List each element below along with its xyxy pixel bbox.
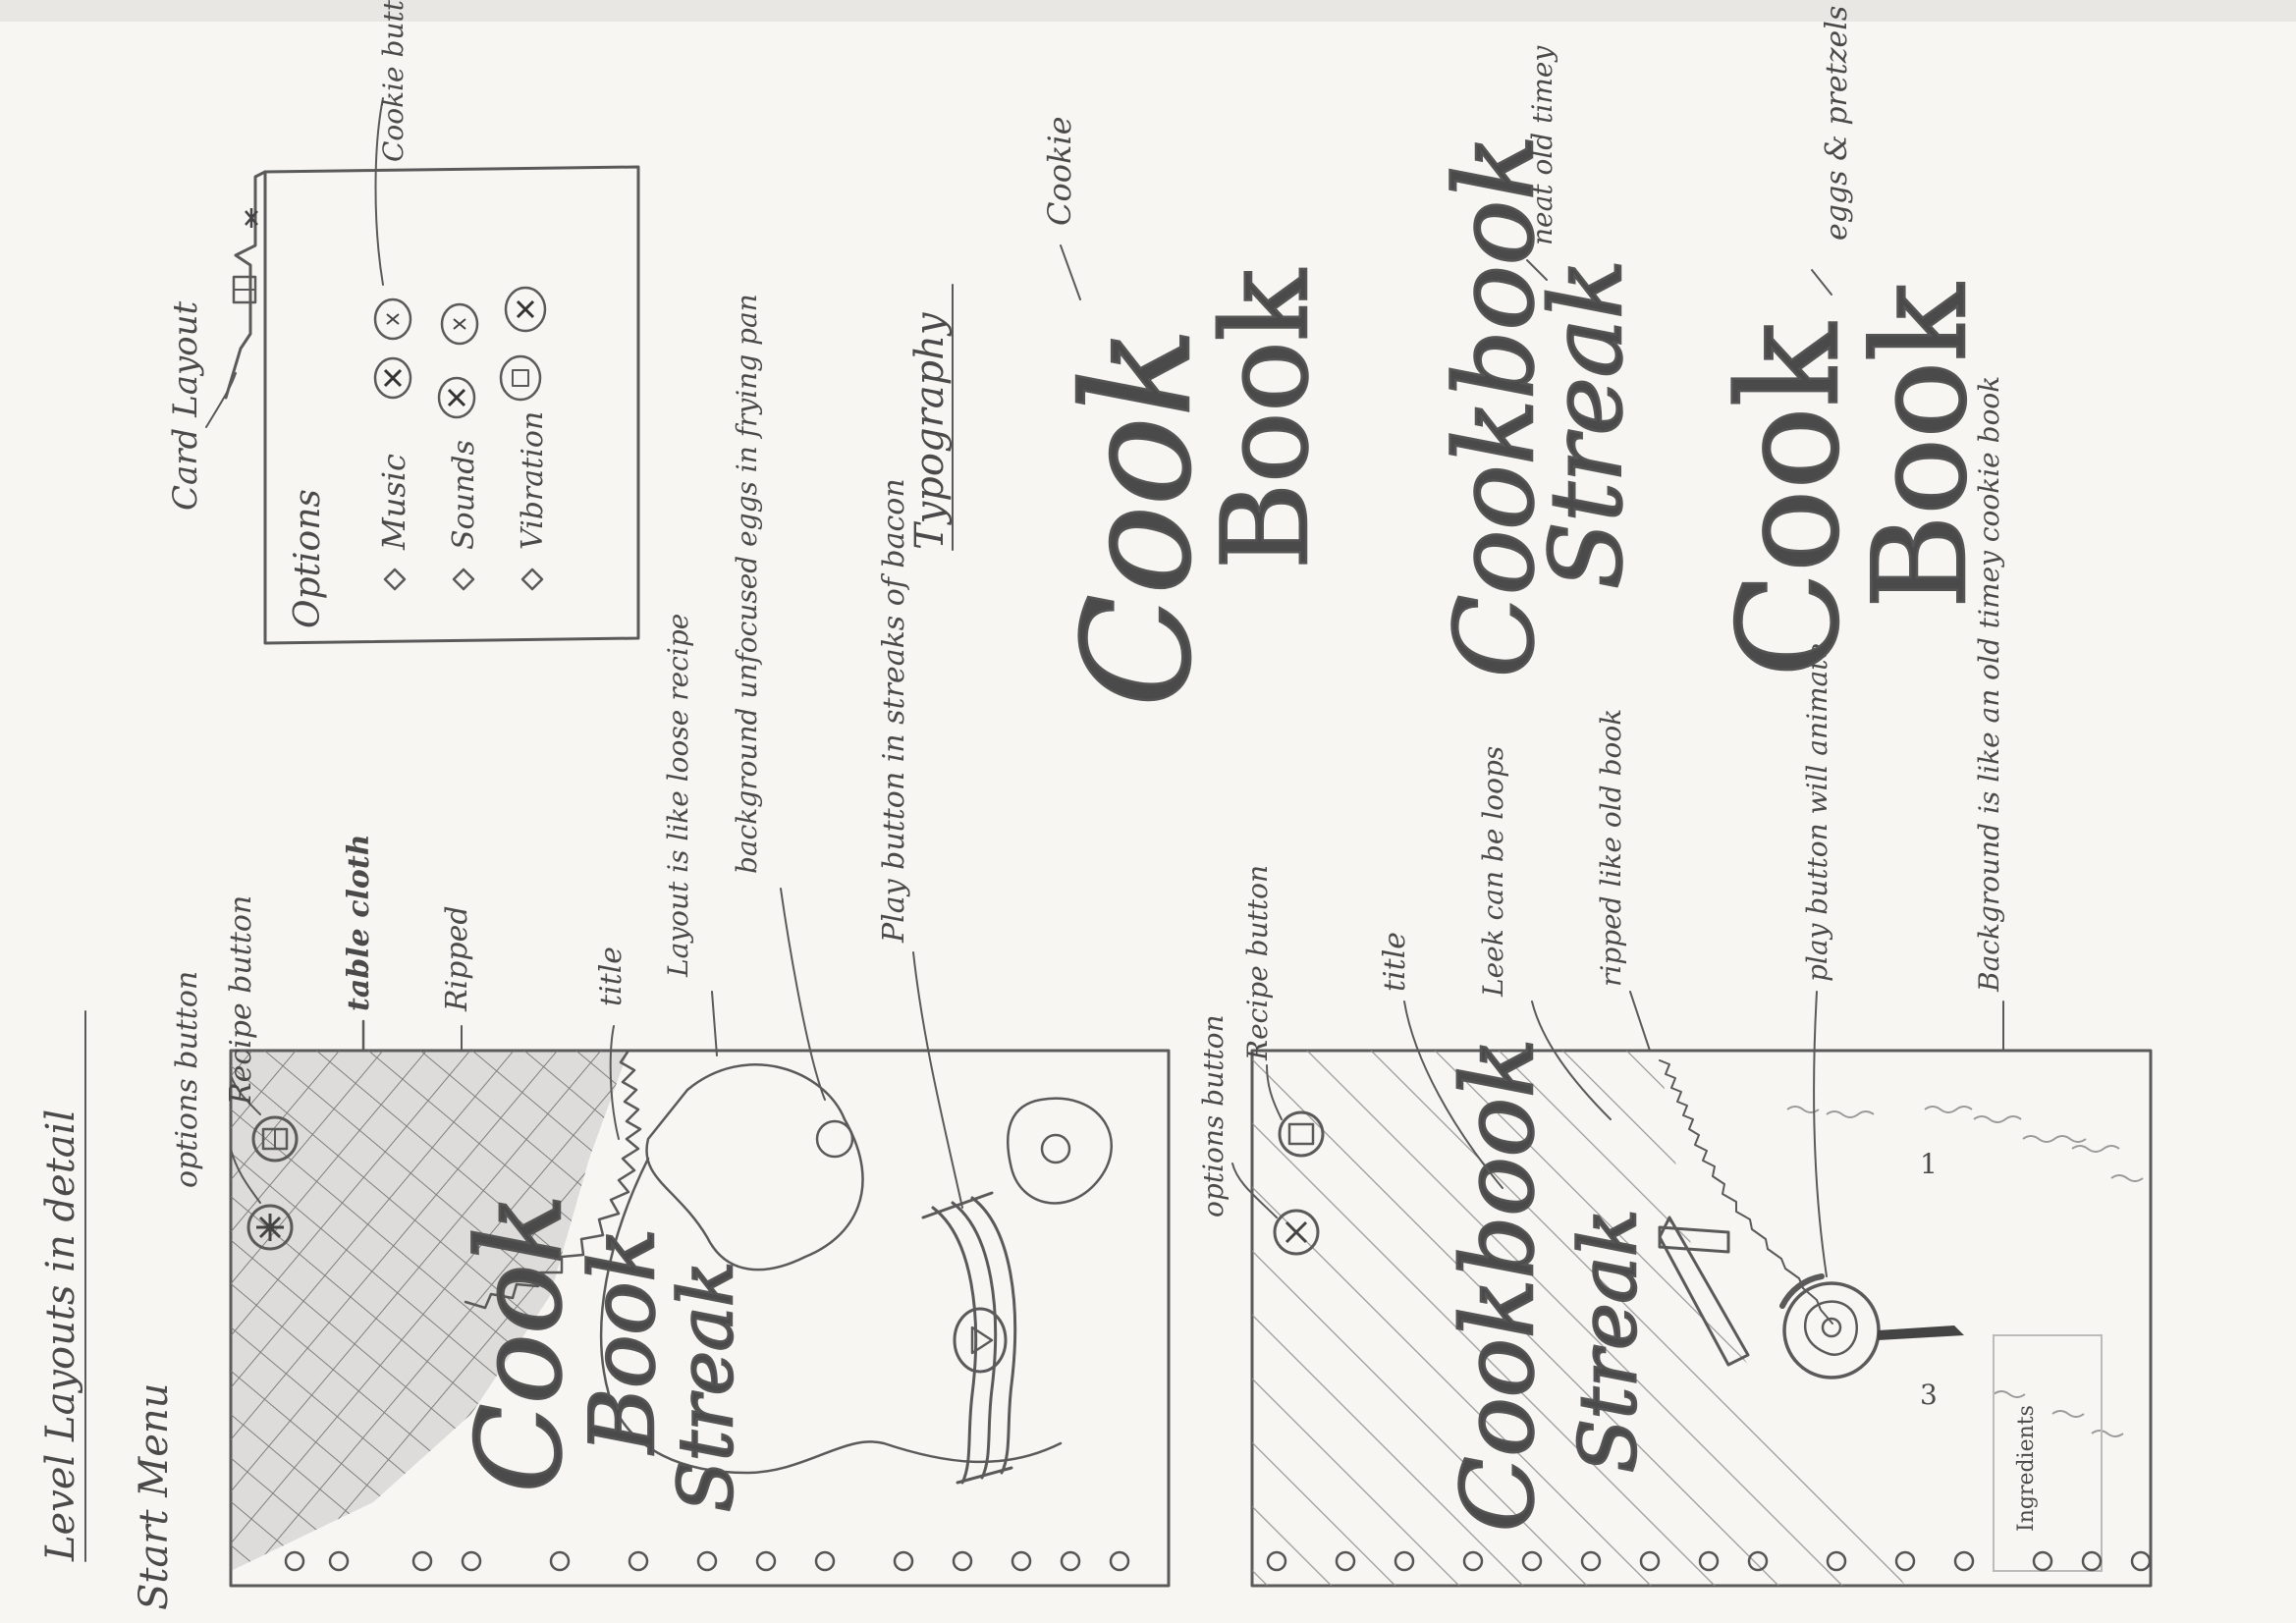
note-level-play: play button will animate — [1801, 643, 1833, 982]
note-table-cloth: table cloth — [342, 834, 376, 1011]
level-play-button[interactable] — [1782, 1276, 1964, 1378]
cookie-icon — [387, 314, 399, 324]
egg-yolk-1 — [817, 1121, 852, 1157]
note-start-recipe-button: Recipe button — [224, 895, 258, 1106]
note-start-background: background unfocused eggs in frying pan — [731, 294, 763, 874]
card-option-row-music: Music — [375, 299, 412, 589]
diamond-bullet-icon — [454, 569, 473, 589]
note-start-layout: Layout is like loose recipe — [662, 614, 694, 978]
start-menu-sketch: Cook Book Streak — [231, 1051, 1169, 1586]
close-icon — [385, 370, 401, 386]
cookie-icon — [454, 319, 465, 329]
card-layout-label: Card Layout — [166, 300, 205, 511]
page-heading: Level Layouts in detail — [38, 1109, 83, 1562]
type-sample-3: Cook Book eggs & pretzels — [1710, 6, 1995, 677]
page-heading-group: Level Layouts in detail — [38, 1011, 85, 1562]
card-option-label: Vibration — [516, 411, 550, 550]
card-option-label: Sounds — [447, 440, 481, 550]
note-start-ripped: Ripped — [440, 905, 474, 1012]
step-3-label: 3 — [1920, 1379, 1938, 1411]
sounds-cookie-button[interactable] — [442, 304, 477, 344]
level-sketch: Ingredients 1 3 Cookbook Streak — [1252, 1038, 2151, 1586]
card-layout-sketch: Options Music Sounds — [166, 0, 638, 643]
note-start-options-button: options button — [170, 971, 204, 1188]
start-title-line2: Book — [572, 1228, 675, 1455]
note-level-ripped: ripped like old book — [1595, 709, 1627, 987]
start-title-line3: Streak — [662, 1262, 749, 1512]
typography-section: Typography Cook Book Cookie Cookbook Str… — [907, 6, 1995, 707]
diamond-bullet-icon — [385, 569, 405, 589]
type-sample-3-word2: Book — [1845, 283, 1995, 609]
note-level-options-button: options button — [1197, 1015, 1230, 1218]
start-title-group: Cook Book Streak — [452, 1194, 749, 1512]
music-cookie-button[interactable] — [375, 299, 410, 339]
start-title-line1: Cook — [452, 1194, 587, 1492]
card-options-title: Options — [288, 489, 328, 628]
type-sample-1-note: Cookie — [1041, 116, 1078, 226]
egg-white-2 — [1008, 1099, 1112, 1204]
type-sample-3-note: eggs & pretzels — [1820, 6, 1854, 241]
card-option-label: Music — [375, 454, 412, 551]
diamond-bullet-icon — [522, 569, 542, 589]
type-sample-2-word2: Streak — [1529, 259, 1644, 589]
type-sample-1: Cook Book Cookie — [1041, 116, 1335, 707]
gear-icon — [256, 1214, 284, 1241]
note-level-leek: Leek can be loops — [1477, 746, 1509, 998]
note-level-recipe-button: Recipe button — [1241, 865, 1274, 1061]
book-icon — [513, 370, 528, 386]
note-cookie-button: Cookie button — [377, 0, 410, 162]
binding-rings — [286, 1552, 1128, 1570]
pan-handle — [1878, 1325, 1964, 1340]
close-icon — [518, 301, 533, 317]
vibration-toggle-button[interactable] — [501, 356, 540, 400]
bacon-play-button[interactable] — [923, 1193, 1015, 1483]
card-recipe-tab[interactable] — [234, 277, 255, 302]
note-level-title: title — [1378, 932, 1412, 992]
typography-heading: Typography — [907, 311, 953, 550]
level-title-line1: Cookbook — [1441, 1038, 1556, 1532]
type-sample-2: Cookbook Streak neat old timey — [1432, 45, 1644, 677]
ingredients-label: Ingredients — [2014, 1405, 2039, 1532]
card-option-row-vibration: Vibration — [501, 288, 550, 589]
music-toggle-button[interactable] — [375, 358, 410, 398]
recipe-text-lines — [1787, 1107, 2143, 1436]
note-start-play: Play button in streaks of bacon — [877, 478, 911, 944]
vibration-cookie-button[interactable] — [506, 288, 545, 331]
type-sample-1-word2: Book — [1198, 268, 1335, 569]
level-title-line2: Streak — [1562, 1209, 1654, 1473]
close-icon — [449, 390, 465, 406]
card-option-row-sounds: Sounds — [439, 304, 481, 589]
ingredients-box — [1994, 1335, 2102, 1571]
egg-white-1 — [646, 1064, 862, 1270]
note-start-title: title — [594, 947, 629, 1006]
step-1-label: 1 — [1920, 1148, 1938, 1180]
start-menu-heading: Start Menu — [132, 1383, 177, 1610]
type-sample-2-note: neat old timey — [1526, 45, 1558, 245]
start-menu-heading-group: Start Menu — [132, 1383, 177, 1610]
egg-icon — [1805, 1302, 1857, 1355]
sounds-toggle-button[interactable] — [439, 378, 474, 417]
scan-edge — [0, 0, 2296, 22]
